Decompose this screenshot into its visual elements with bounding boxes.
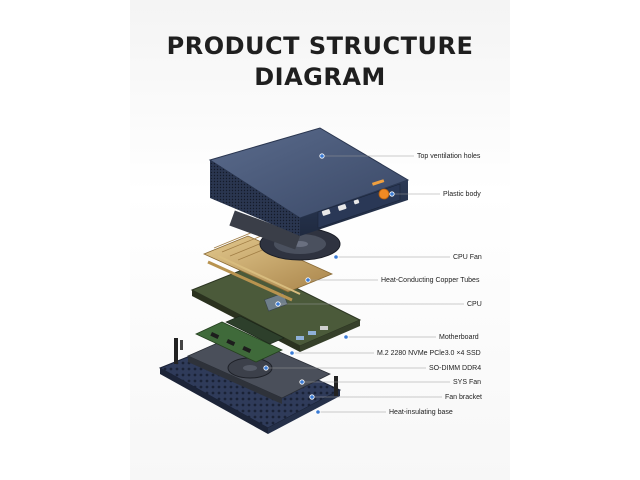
callout-sys-fan: SYS Fan (453, 379, 482, 386)
m2-ssd (225, 315, 285, 345)
cpu-fan (229, 210, 341, 261)
callout-copper-tubes: Heat-Conducting Copper Tubes (381, 277, 480, 284)
mounting-posts (174, 338, 338, 396)
callout-so-dimm: SO-DIMM DDR4 (429, 365, 482, 372)
plastic-body (208, 127, 410, 236)
callout-dots (263, 153, 395, 415)
callout-plastic-body: Plastic body (443, 191, 481, 198)
sys-fan (227, 357, 273, 379)
callout-heat-insulating-base: Heat-insulating base (389, 409, 453, 416)
callout-ssd: M.2 2280 NVMe PCle3.0 ×4 SSD (377, 350, 481, 357)
so-dimm-module (195, 321, 283, 363)
diagram-title-line-1: PRODUCT STRUCTURE (166, 32, 474, 60)
callout-cpu: CPU (467, 301, 482, 308)
callout-fan-bracket: Fan bracket (445, 394, 482, 401)
leader-lines (266, 155, 464, 413)
callout-top-ventilation-holes: Top ventilation holes (417, 153, 481, 160)
callout-cpu-fan: CPU Fan (453, 254, 482, 261)
diagram-title-line-2: DIAGRAM (254, 63, 386, 91)
callout-motherboard: Motherboard (439, 334, 479, 341)
